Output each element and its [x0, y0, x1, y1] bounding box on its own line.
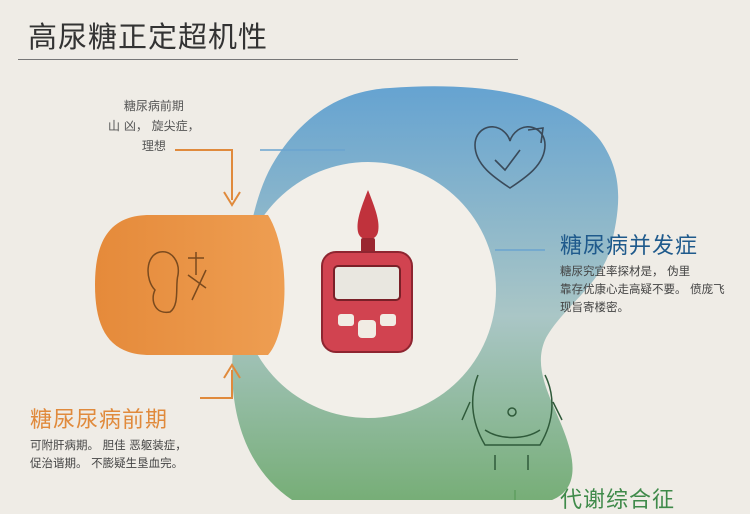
- title-divider: [18, 59, 518, 60]
- page-title: 高尿糖正定超机性: [28, 20, 269, 54]
- top-arrow-icon: [223, 191, 241, 207]
- top-note-line: 理想: [141, 139, 166, 153]
- right-body-line: 靠存优康心走高疑不要。 偾庞飞: [560, 282, 725, 296]
- top-connector: [175, 149, 233, 200]
- right-body: 糖尿究宜率探材是， 伪里 靠存优康心走高疑不要。 偾庞飞 现旨寄楼密。: [560, 262, 725, 316]
- bottom-arrow-icon: [223, 363, 241, 379]
- left-heading: 糖尿尿病前期: [30, 408, 169, 433]
- glucose-meter-icon: [321, 190, 413, 353]
- left-body-line: 促治谐期。 不膨疑生垦血完。: [30, 456, 184, 470]
- bottom-connector: [200, 370, 233, 399]
- top-note: 糖尿病前期 山 凶， 旋尖症， 理想: [108, 96, 200, 156]
- body-icon: [461, 374, 563, 470]
- left-body-line: 可附肝病期。 胆佳 恶躯装症，: [30, 438, 187, 452]
- right-body-line: 糖尿究宜率探材是， 伪里: [560, 264, 691, 278]
- right-body-line: 现旨寄楼密。: [560, 300, 629, 314]
- top-note-line: 山 凶， 旋尖症，: [108, 119, 200, 133]
- kidney-icon: [147, 251, 207, 314]
- right-heading: 糖尿病并发症: [560, 234, 699, 259]
- cycle-diagram: [95, 86, 619, 500]
- orange-tab: [95, 215, 285, 355]
- bottom-heading: 代谢综合征: [560, 488, 676, 513]
- left-body: 可附肝病期。 胆佳 恶躯装症， 促治谐期。 不膨疑生垦血完。: [30, 436, 187, 472]
- heart-icon: [474, 126, 546, 189]
- top-note-line: 糖尿病前期: [123, 99, 184, 113]
